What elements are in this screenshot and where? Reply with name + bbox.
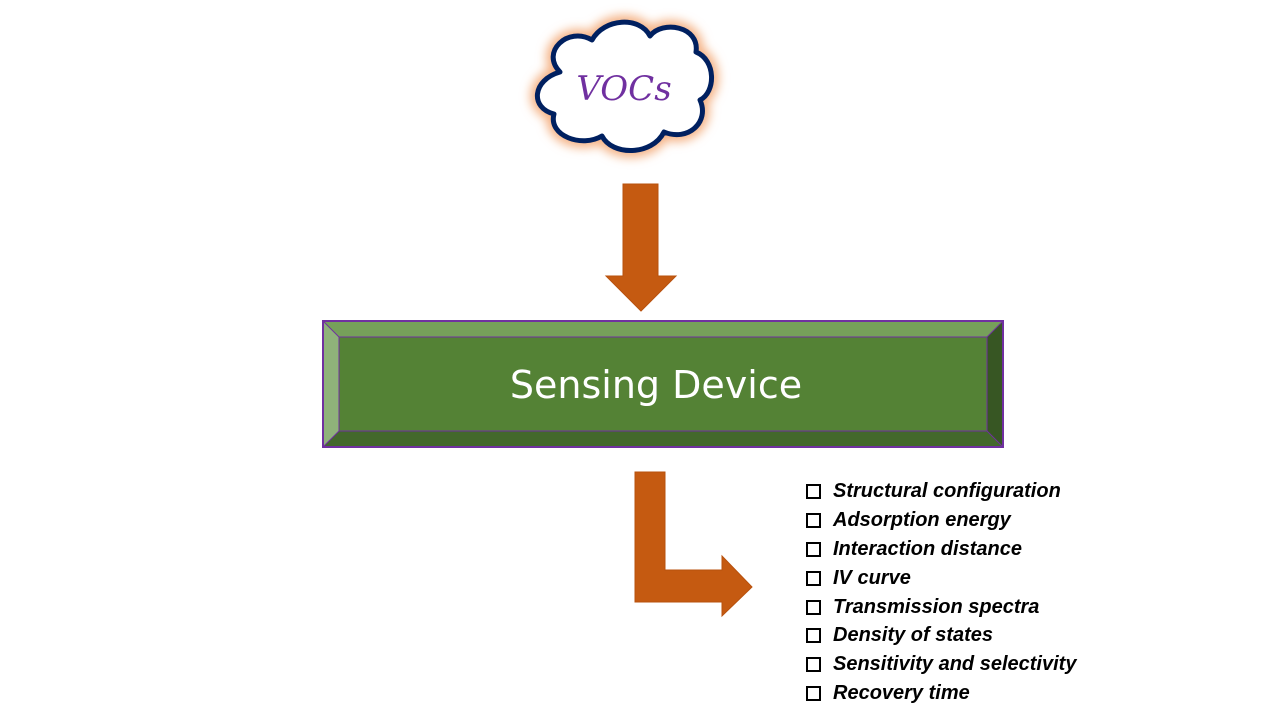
bevel-bottom: [323, 431, 1003, 447]
list-item-label: Adsorption energy: [833, 508, 1011, 531]
cloud-label: VOCs: [576, 69, 671, 109]
results-list: Structural configuration Adsorption ener…: [806, 477, 1076, 708]
arrow-down-icon: [604, 183, 678, 312]
device-face: [339, 337, 987, 431]
list-item-label: Density of states: [833, 624, 994, 647]
checkbox-icon: [806, 628, 821, 644]
checkbox-icon: [806, 686, 821, 702]
list-item-label: Interaction distance: [833, 537, 1022, 560]
list-item-label: Structural configuration: [833, 479, 1061, 502]
list-item: IV curve: [806, 564, 1076, 593]
checkbox-icon: [806, 570, 821, 586]
sensing-device-box: Sensing Device: [322, 320, 1004, 448]
list-item-label: IV curve: [833, 566, 911, 589]
list-item: Interaction distance: [806, 535, 1076, 564]
list-item: Transmission spectra: [806, 593, 1076, 622]
list-item-label: Recovery time: [833, 682, 970, 705]
list-item: Adsorption energy: [806, 506, 1076, 535]
list-item-label: Sensitivity and selectivity: [833, 653, 1077, 676]
checkbox-icon: [806, 599, 821, 615]
checkbox-icon: [806, 512, 821, 528]
checkbox-icon: [806, 483, 821, 499]
cloud-shape: [535, 19, 714, 153]
list-item: Sensitivity and selectivity: [806, 650, 1076, 679]
checkbox-icon: [806, 541, 821, 557]
bevel-left: [323, 321, 339, 447]
bevel-right: [987, 321, 1003, 447]
list-item: Density of states: [806, 621, 1076, 650]
checkbox-icon: [806, 657, 821, 673]
bevel-top: [323, 321, 1003, 337]
list-item-label: Transmission spectra: [833, 595, 1040, 618]
device-border: [322, 320, 1004, 448]
cloud-icon: VOCs: [530, 15, 719, 158]
list-item: Structural configuration: [806, 477, 1076, 506]
device-label: Sensing Device: [510, 363, 802, 407]
arrow-bent-right-icon: [634, 471, 753, 618]
list-item: Recovery time: [806, 679, 1076, 708]
